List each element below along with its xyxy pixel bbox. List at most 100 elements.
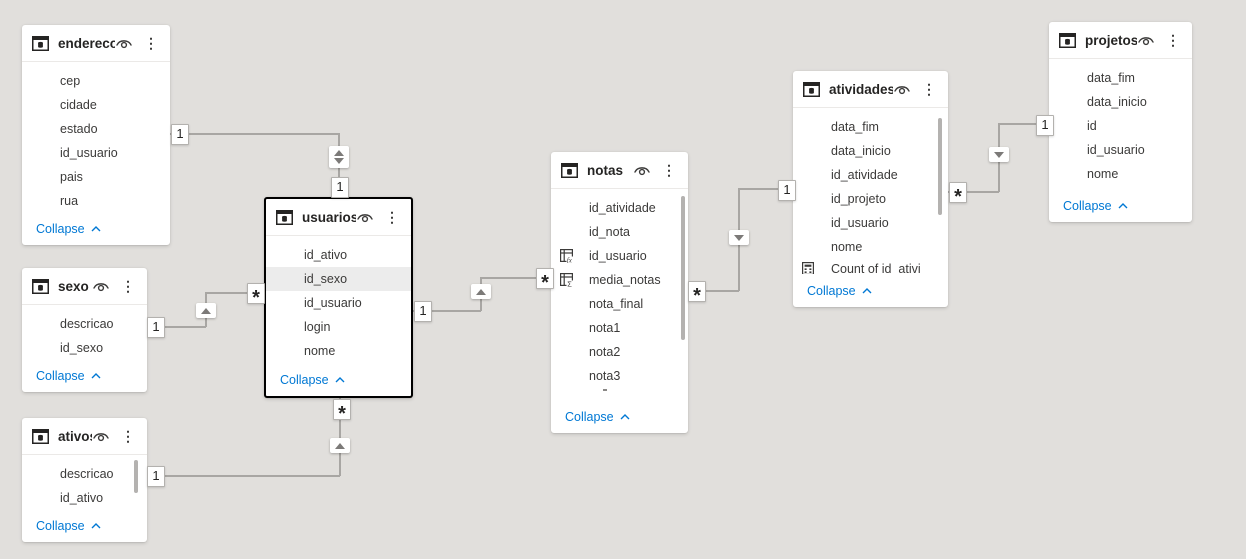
eye-icon[interactable]	[92, 280, 110, 292]
field-row[interactable]: login	[304, 320, 331, 334]
field-row[interactable]: nome	[1087, 167, 1119, 181]
svg-text:Σ: Σ	[567, 280, 572, 287]
field-row[interactable]: descricao	[60, 317, 114, 331]
field-row[interactable]: data_inicio	[1087, 95, 1147, 109]
table-header-endereco[interactable]: endereco ⋮	[22, 25, 170, 62]
field-row[interactable]: id_usuario	[1087, 143, 1145, 157]
relationship-line[interactable]	[339, 398, 341, 476]
cardinality-label-many: *	[247, 283, 265, 309]
relationship-line[interactable]	[147, 475, 340, 477]
eye-icon[interactable]	[356, 211, 374, 223]
table-card-sexo[interactable]: sexo ⋮ descricao id_sexo Collapse	[22, 268, 147, 392]
chevron-up-icon	[91, 523, 101, 529]
eye-icon[interactable]	[115, 37, 133, 49]
table-card-endereco[interactable]: endereco ⋮ cep cidade estado id_usuario …	[22, 25, 170, 245]
field-row-clipped[interactable]: Count of id_ativi	[793, 259, 948, 274]
eye-icon[interactable]	[633, 164, 651, 176]
field-row-selected[interactable]: id_sexo	[266, 267, 411, 291]
cross-filter-up-icon[interactable]	[196, 303, 216, 318]
collapse-link[interactable]: Collapse	[1049, 199, 1192, 222]
eye-icon[interactable]	[893, 83, 911, 95]
table-header-sexo[interactable]: sexo ⋮	[22, 268, 147, 305]
field-row[interactable]: data_inicio	[831, 144, 891, 158]
cross-filter-up-icon[interactable]	[330, 438, 350, 453]
field-row[interactable]: descricao	[60, 467, 114, 481]
field-row[interactable]: nome	[304, 344, 336, 358]
relationship-line[interactable]	[948, 191, 999, 193]
field-row[interactable]: id_projeto	[831, 192, 886, 206]
scrollbar[interactable]	[938, 118, 942, 215]
field-row[interactable]: id_ativo	[304, 248, 348, 262]
field-row[interactable]: Σ media_notas	[551, 268, 688, 292]
field-row[interactable]: estado	[60, 122, 98, 136]
table-header-ativos[interactable]: ativos ⋮	[22, 418, 147, 455]
collapse-link[interactable]: Collapse	[793, 284, 948, 307]
field-row[interactable]: nome	[831, 240, 863, 254]
cross-filter-down-icon[interactable]	[989, 147, 1009, 162]
collapse-link[interactable]: Collapse	[22, 369, 147, 392]
relationship-line[interactable]	[147, 326, 206, 328]
relationship-line[interactable]	[480, 277, 551, 279]
table-header-usuarios[interactable]: usuarios ⋮	[266, 199, 411, 236]
table-card-atividades[interactable]: atividades ⋮ data_fim data_inicio id_ati…	[793, 71, 948, 307]
more-options-icon[interactable]: ⋮	[385, 209, 399, 225]
scrollbar[interactable]	[681, 196, 685, 340]
table-header-notas[interactable]: notas ⋮	[551, 152, 688, 189]
table-icon	[32, 278, 49, 294]
field-row[interactable]: data_fim	[831, 120, 879, 134]
eye-icon[interactable]	[92, 430, 110, 442]
table-card-notas[interactable]: notas ⋮ id_atividade id_nota fx id_usuar…	[551, 152, 688, 433]
more-options-icon[interactable]: ⋮	[1166, 32, 1180, 48]
relationship-line[interactable]	[170, 133, 339, 135]
field-row[interactable]: nota2	[589, 345, 621, 359]
field-row[interactable]: nota3	[589, 369, 621, 383]
table-card-usuarios[interactable]: usuarios ⋮ id_ativo id_sexo id_usuario l…	[264, 197, 413, 398]
cross-filter-down-icon[interactable]	[729, 230, 749, 245]
collapse-link[interactable]: Collapse	[22, 222, 170, 245]
table-title: notas	[587, 162, 624, 178]
relationship-line[interactable]	[688, 290, 739, 292]
collapse-link[interactable]: Collapse	[22, 519, 147, 542]
table-header-atividades[interactable]: atividades ⋮	[793, 71, 948, 108]
field-row[interactable]: data_fim	[1087, 71, 1135, 85]
table-header-projetos[interactable]: projetos ⋮	[1049, 22, 1192, 59]
more-options-icon[interactable]: ⋮	[922, 81, 936, 97]
collapse-link[interactable]: Collapse	[551, 410, 688, 433]
table-icon	[276, 209, 293, 225]
field-row[interactable]: nota_final	[589, 297, 644, 311]
field-row[interactable]: id_usuario	[60, 146, 118, 160]
eye-icon[interactable]	[1137, 34, 1155, 46]
field-row[interactable]: nota1	[589, 321, 621, 335]
field-row[interactable]: id_atividade	[589, 201, 656, 215]
scrollbar[interactable]	[134, 460, 138, 493]
cardinality-label-one: 1	[414, 301, 432, 322]
clipped-row-sliver	[603, 389, 688, 392]
collapse-link[interactable]: Collapse	[266, 373, 411, 396]
more-options-icon[interactable]: ⋮	[121, 278, 135, 294]
field-row[interactable]: id_usuario	[304, 296, 362, 310]
cardinality-label-one: 1	[331, 177, 349, 198]
field-row[interactable]: pais	[60, 170, 83, 184]
table-card-ativos[interactable]: ativos ⋮ descricao id_ativo Collapse	[22, 418, 147, 542]
field-row[interactable]: id_ativo	[60, 491, 104, 505]
field-row[interactable]: rua	[60, 194, 79, 208]
more-options-icon[interactable]: ⋮	[662, 162, 676, 178]
field-row[interactable]: id_sexo	[60, 341, 104, 355]
table-card-projetos[interactable]: projetos ⋮ data_fim data_inicio id id_us…	[1049, 22, 1192, 222]
field-row[interactable]: cep	[60, 74, 81, 88]
more-options-icon[interactable]: ⋮	[144, 35, 158, 51]
field-row[interactable]: id_usuario	[831, 216, 889, 230]
cross-filter-both-icon[interactable]	[329, 146, 349, 168]
cross-filter-up-icon[interactable]	[471, 284, 491, 299]
field-row[interactable]: fx id_usuario	[551, 244, 688, 268]
relationship-line[interactable]	[738, 188, 794, 190]
chevron-up-icon	[335, 377, 345, 383]
field-row[interactable]: id	[1087, 119, 1097, 133]
field-row[interactable]: id_atividade	[831, 168, 898, 182]
field-row[interactable]: id_nota	[589, 225, 631, 239]
relationship-line[interactable]	[413, 310, 481, 312]
relationship-line[interactable]	[205, 292, 264, 294]
relationship-line[interactable]	[998, 123, 1049, 125]
more-options-icon[interactable]: ⋮	[121, 428, 135, 444]
field-row[interactable]: cidade	[60, 98, 97, 112]
